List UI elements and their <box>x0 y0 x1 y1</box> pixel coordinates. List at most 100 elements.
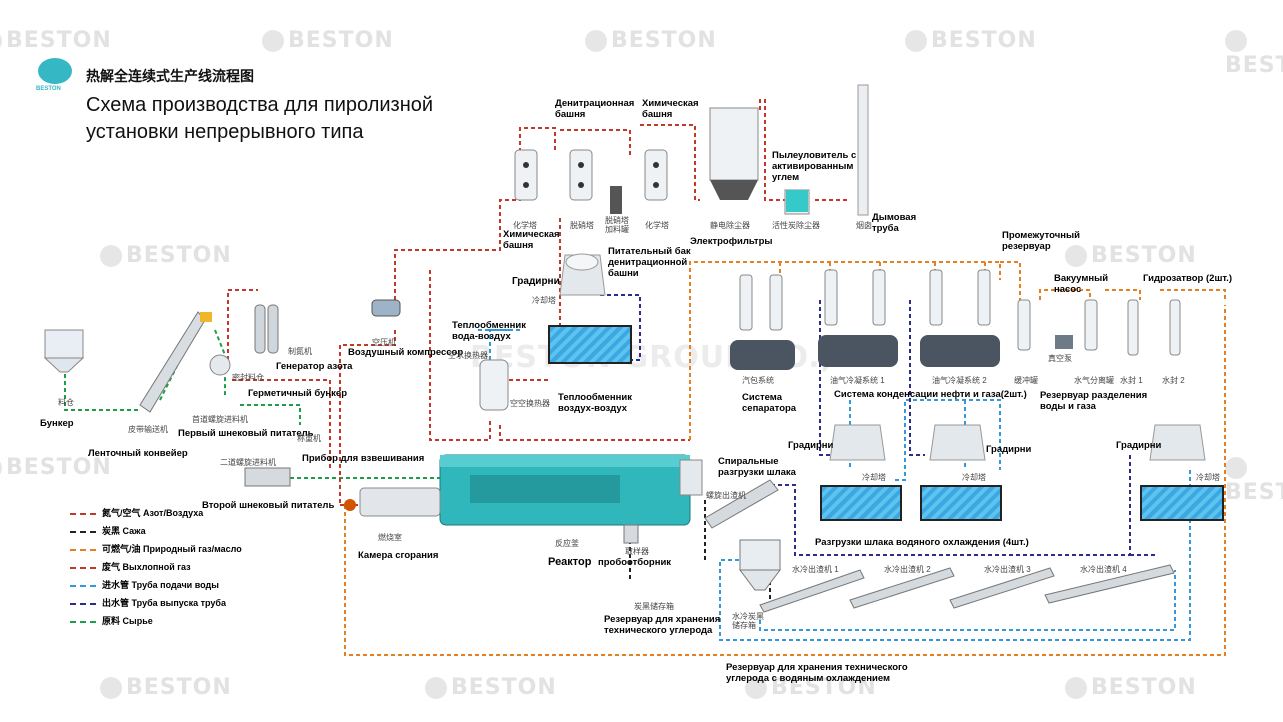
sampler-cn: 取样器 <box>625 547 649 556</box>
title-cn: 热解全连续式生产线流程图 <box>86 69 254 85</box>
bunker-cn: 料仓 <box>58 398 74 407</box>
hx-water-air-label: Теплообменник вода-воздух <box>452 320 526 342</box>
chem-tower-1-label: Химическая башня <box>503 229 560 251</box>
wc1-cn: 水冷出渣机 1 <box>792 565 839 574</box>
wc-tank-label: Резервуар для хранения технического угле… <box>726 662 908 684</box>
vacuum-cn: 真空泵 <box>1048 354 1072 363</box>
logo-text: BESTON <box>36 86 61 92</box>
cooling-tower-cn: 冷却塔 <box>962 473 986 482</box>
seal2-cn: 水封 2 <box>1162 376 1185 385</box>
cooling-tower-label: Градирни <box>512 276 560 287</box>
buffer-cn: 缓冲罐 <box>1014 376 1038 385</box>
belt-cn: 皮带输送机 <box>128 425 168 434</box>
chem-tower-2-label: Химическая башня <box>642 98 699 120</box>
weigh-cn: 称重机 <box>297 434 321 443</box>
combustion-cn: 燃烧室 <box>378 533 402 542</box>
watermark: BESTON <box>0 28 112 53</box>
second-feeder-cn: 二道螺旋进料机 <box>220 458 276 467</box>
denitration-tank-label: Питательный бак денитрационной башни <box>608 246 691 279</box>
water-sep-cn: 水气分离罐 <box>1074 376 1114 385</box>
legend-item: 原料 Сырье <box>70 615 153 627</box>
esp-cn: 静电除尘器 <box>710 221 750 230</box>
carbon-filter-cn: 活性炭除尘器 <box>772 221 820 230</box>
second-feeder-label: Второй шнековый питатель <box>202 500 335 511</box>
chimney-label: Дымовая труба <box>872 212 917 234</box>
water-tank <box>820 485 902 521</box>
carbon-filter-label: Пылеуловитель с активированным углем <box>772 150 857 183</box>
chimney-cn: 烟囱 <box>856 221 872 230</box>
water-tank <box>548 325 632 364</box>
condense1-cn: 油气冷凝系统 1 <box>830 376 885 385</box>
water-tank <box>1140 485 1224 521</box>
watermark: BESTON <box>262 28 394 53</box>
weigh-label: Прибор для взвешивания <box>302 453 425 464</box>
vacuum-label: Вакуумный насос <box>1054 273 1109 295</box>
compressor-label: Воздушный компрессор <box>348 347 464 358</box>
bunker-label: Бункер <box>40 418 74 429</box>
condense-label: Система конденсации нефти и газа(2шт.) <box>834 389 1027 400</box>
reactor-cn: 反应釜 <box>555 539 579 548</box>
spiral-disch-label: Спиральные разгрузки шлака <box>718 456 796 478</box>
separator-cn: 汽包系统 <box>742 376 774 385</box>
spiral-disch-cn: 螺旋出渣机 <box>706 491 746 500</box>
separator-label: Система сепаратора <box>742 392 797 414</box>
brand-logo <box>38 58 72 84</box>
chem-tower-2-cn: 化学塔 <box>645 221 669 230</box>
watermark: BESTON <box>905 28 1037 53</box>
sealed-bunker-cn: 密封料仓 <box>232 373 264 382</box>
cooling-tower-cn: 冷却塔 <box>1196 473 1220 482</box>
cooling-tower-label: Градирни <box>788 440 834 451</box>
cooling-tower-label: Градирни <box>1116 440 1162 451</box>
belt-label: Ленточный конвейер <box>88 448 188 459</box>
nitrogen-cn: 制氮机 <box>288 347 312 356</box>
first-feeder-label: Первый шнековый питатель <box>178 428 314 439</box>
watermark: BESTON <box>100 243 232 268</box>
legend-item: 进水管 Труба подачи воды <box>70 579 219 591</box>
hydroseal-label: Гидрозатвор (2шт.) <box>1143 273 1232 284</box>
cooling-tower-label: Градирни <box>986 444 1032 455</box>
legend-item: 可燃气/油 Природный газ/масло <box>70 543 242 555</box>
legend-item: 出水管 Труба выпуска труба <box>70 597 226 609</box>
carbon-tank-cn: 炭黑储存箱 <box>634 602 674 611</box>
condense2-cn: 油气冷凝系统 2 <box>932 376 987 385</box>
denitration-label: Денитрационная башня <box>555 98 635 120</box>
esp-label: Электрофильтры <box>690 236 773 247</box>
title-ru-line2: установки непрерывного типа <box>86 121 364 143</box>
watermark: BESTON <box>425 675 557 700</box>
wc4-cn: 水冷出渣机 4 <box>1080 565 1127 574</box>
nitrogen-label: Генератор азота <box>276 361 353 372</box>
denit-tank-cn: 脱硝塔 加料罐 <box>605 216 629 234</box>
interm-tank-label: Промежуточный резервуар <box>1002 230 1080 252</box>
denitration-cn: 脱硝塔 <box>570 221 594 230</box>
watermark: BESTON <box>585 28 717 53</box>
watermark: BESTON <box>0 455 112 480</box>
water-tank <box>920 485 1002 521</box>
cooling-tower-cn: 冷却塔 <box>532 296 556 305</box>
hx-water-air-cn: 空水换热器 <box>448 351 488 360</box>
water-cool-disch-label: Разгрузки шлака водяного охлаждения (4шт… <box>815 537 1029 548</box>
legend-item: 氮气/空气 Азот/Воздуха <box>70 507 203 519</box>
watermark: BESTON <box>745 675 877 700</box>
hx-air-air-cn: 空空换热器 <box>510 399 550 408</box>
watermark: BESTON <box>1225 455 1283 505</box>
title-ru-line1: Схема производства для пиролизной <box>86 94 434 116</box>
wc2-cn: 水冷出渣机 2 <box>884 565 931 574</box>
wc3-cn: 水冷出渣机 3 <box>984 565 1031 574</box>
water-sep-label: Резервуар разделения воды и газа <box>1040 390 1148 412</box>
cooling-tower-cn: 冷却塔 <box>862 473 886 482</box>
carbon-tank-label: Резервуар для хранения технического угле… <box>604 614 721 636</box>
legend-item: 炭黑 Сажа <box>70 525 146 537</box>
chem-tower-1-cn: 化学塔 <box>513 221 537 230</box>
wc-tank-cn: 水冷炭黑 储存箱 <box>732 612 764 630</box>
compressor-cn: 空压机 <box>372 338 396 347</box>
hx-air-air-label: Теплообменник воздух-воздух <box>558 392 632 414</box>
watermark: BESTON <box>100 675 232 700</box>
watermark: BESTON <box>1065 243 1197 268</box>
watermark: BESTON <box>1065 675 1197 700</box>
sealed-bunker-label: Герметичный бункер <box>248 388 347 399</box>
combustion-label: Камера сгорания <box>358 550 439 561</box>
watermark: BESTON <box>1225 28 1283 78</box>
seal1-cn: 水封 1 <box>1120 376 1143 385</box>
legend-item: 废气 Выхлопной газ <box>70 561 191 573</box>
